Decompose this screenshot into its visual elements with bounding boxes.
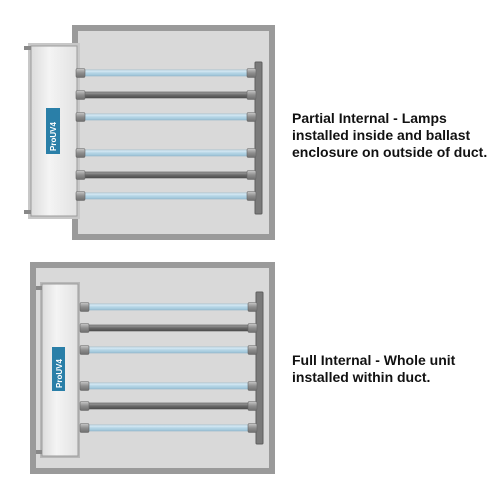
brand-logo-text: ProUV4 (55, 359, 64, 388)
end-bracket (254, 61, 263, 215)
uv-lamp (75, 68, 257, 78)
caption-line: installed inside and ballast (292, 127, 471, 143)
caption-line: Partial Internal - Lamps (292, 110, 447, 126)
partial-internal-diagram: ProUV4 (24, 25, 275, 240)
duct-interior (78, 31, 269, 234)
partial-internal-caption: Partial Internal - Lamps installed insid… (292, 110, 487, 161)
lamp-array (75, 68, 257, 201)
end-bracket (255, 291, 264, 445)
lamp-array (79, 302, 258, 433)
brand-logo (46, 108, 60, 154)
caption-line: enclosure on outside of duct. (292, 144, 488, 160)
support-rod (79, 401, 258, 411)
caption-line: installed within duct. (292, 369, 431, 385)
ballast-enclosure: ProUV4 (36, 282, 80, 458)
uv-lamp (75, 148, 257, 158)
ballast-enclosure: ProUV4 (24, 43, 80, 219)
uv-lamp (79, 302, 258, 312)
uv-lamp (75, 191, 257, 201)
support-rod (75, 90, 257, 100)
uv-lamp (79, 423, 258, 433)
support-rod (79, 323, 258, 333)
brand-logo (52, 347, 65, 391)
support-rod (75, 170, 257, 180)
uv-lamp (79, 345, 258, 355)
caption-line: Full Internal - Whole unit (292, 352, 456, 368)
brand-logo-text: ProUV4 (49, 122, 58, 151)
full-internal-diagram: ProUV4 (30, 262, 275, 474)
full-internal-caption: Full Internal - Whole unit installed wit… (292, 352, 455, 386)
uv-lamp (79, 381, 258, 391)
uv-lamp (75, 112, 257, 122)
